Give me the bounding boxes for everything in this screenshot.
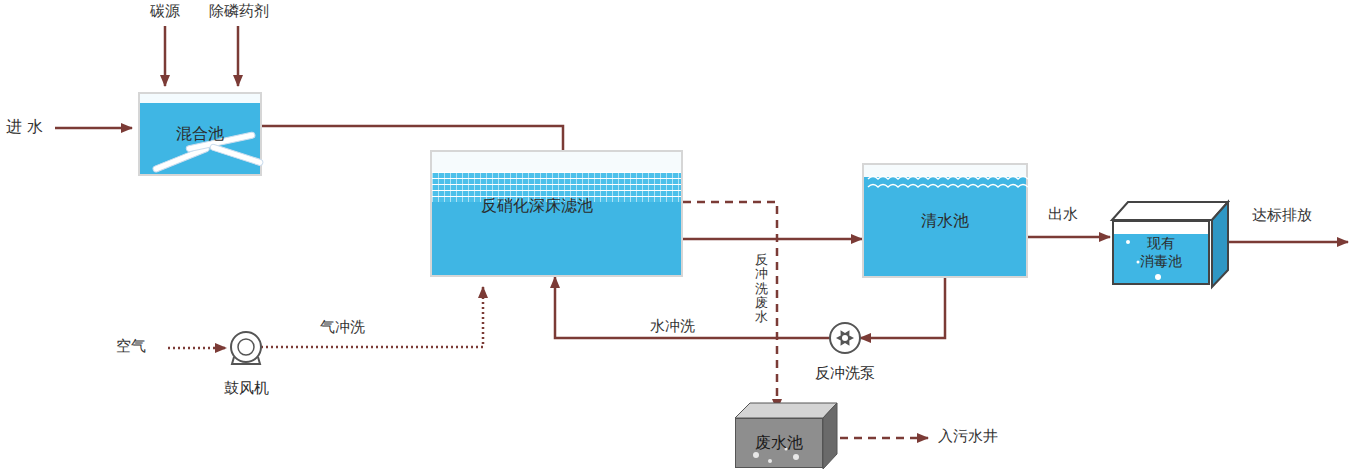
connector-label: 反冲洗废水: [754, 252, 769, 325]
flow-connector: [860, 278, 945, 338]
node-label: 清水池: [921, 211, 969, 231]
sewer-arrow: [840, 437, 928, 440]
connector-label: 水冲洗: [648, 317, 697, 335]
waste-water-tank: 废水池: [735, 418, 823, 468]
node-label: 废水池: [755, 433, 803, 453]
node-label: 现有 消毒池: [1138, 235, 1184, 270]
flow-connector: [262, 126, 563, 150]
disinfection-tank: 现有 消毒池: [1112, 220, 1210, 285]
flow-label: 碳源: [148, 2, 182, 20]
discharge-arrow: [1228, 241, 1348, 244]
connector-label: 气冲洗: [318, 318, 367, 336]
node-label: 鼓风机: [224, 379, 269, 398]
flow-label: 除磷药剂: [207, 2, 271, 20]
dosing-arrow: [237, 26, 240, 86]
tank-illustration: [432, 152, 685, 279]
node-label: 混合池: [176, 124, 224, 144]
flow-label: 进 水: [4, 117, 45, 136]
inflow-arrow: [55, 127, 132, 130]
flow-label: 达标排放: [1250, 206, 1314, 224]
blower: 鼓风机: [206, 330, 286, 398]
flow-connector: [683, 202, 777, 410]
flow-label: 空气: [114, 337, 148, 355]
flow-connector: [555, 277, 830, 338]
node-label: 反冲洗泵: [815, 364, 875, 383]
clear-water-tank: 清水池: [862, 163, 1028, 278]
filter-tank: 反硝化深床滤池: [430, 150, 683, 277]
backwash-pump: 反冲洗泵: [798, 321, 892, 383]
mixing-tank: 混合池: [138, 92, 262, 176]
dosing-arrow: [164, 26, 167, 86]
node-label: 反硝化深床滤池: [481, 196, 593, 275]
air-arrow: [168, 347, 226, 350]
flow-label: 入污水井: [936, 427, 1000, 445]
flow-connector: [683, 238, 862, 241]
connector-label: 出水: [1046, 205, 1080, 223]
flow-connector: [261, 287, 483, 347]
flow-connector: [1028, 236, 1110, 239]
